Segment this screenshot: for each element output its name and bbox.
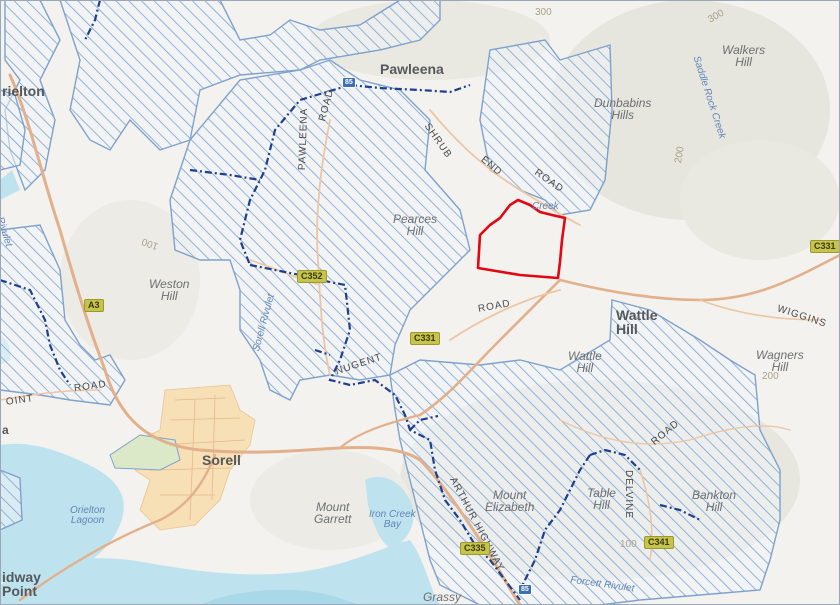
contour-label-100-south: 100 [620, 539, 637, 550]
edge-label-fragment: a [2, 423, 9, 437]
locality-label-weston-hill: Weston Hill [149, 277, 190, 303]
locality-label-grassy: Grassy [423, 590, 462, 604]
town-label-orielton: rielton [2, 83, 45, 99]
locality-label-mount-elizabeth: Mount Elizabeth [485, 488, 535, 514]
shield-c331-b: C331 [810, 240, 840, 253]
shield-a3: A3 [84, 299, 104, 312]
locality-label-bankton-hill: Bankton Hill [692, 488, 737, 514]
locality-label-wattle-hill-small: Wattle Hill [568, 349, 602, 375]
roads [0, 73, 840, 605]
water-label-orielton-lagoon: Orielton Lagoon [70, 505, 106, 526]
town-label-pawleena: Pawleena [380, 61, 444, 77]
route-marker-south: 85 [518, 584, 532, 595]
locality-label-wagners-hill: Wagners Hill [756, 348, 804, 374]
contour-label-200-east: 200 [762, 371, 779, 382]
water-label-iron-creek-bay: Iron Creek Bay [369, 509, 416, 530]
water-label-creek: Creek [532, 201, 559, 212]
shield-c335: C335 [460, 542, 490, 555]
locality-label-walkers-hill: Walkers Hill [722, 43, 766, 69]
town-label-midway-point: idway Point [2, 569, 41, 599]
property-boundary [476, 198, 567, 280]
contour-label-300-top: 300 [535, 7, 552, 18]
locality-label-pearces-hill: Pearces Hill [393, 212, 438, 238]
urban-area-sorell [109, 384, 256, 531]
shield-c331-a: C331 [410, 332, 440, 345]
locality-label-mount-garrett: Mount Garrett [314, 500, 352, 526]
locality-label-dunbabins-hills: Dunbabins Hills [594, 96, 652, 122]
shield-c341: C341 [644, 536, 674, 549]
road-label-delvine: DELVINE [623, 470, 634, 520]
hatched-reserve-areas [0, 0, 781, 605]
shield-c352: C352 [297, 270, 327, 283]
town-label-sorell: Sorell [202, 452, 241, 468]
route-marker-north: 85 [342, 77, 356, 88]
walking-trails [0, 0, 701, 601]
water-bodies [0, 170, 440, 605]
town-label-wattle-hill: Wattle Hill [616, 307, 658, 337]
locality-label-table-hill: Table Hill [587, 486, 616, 512]
